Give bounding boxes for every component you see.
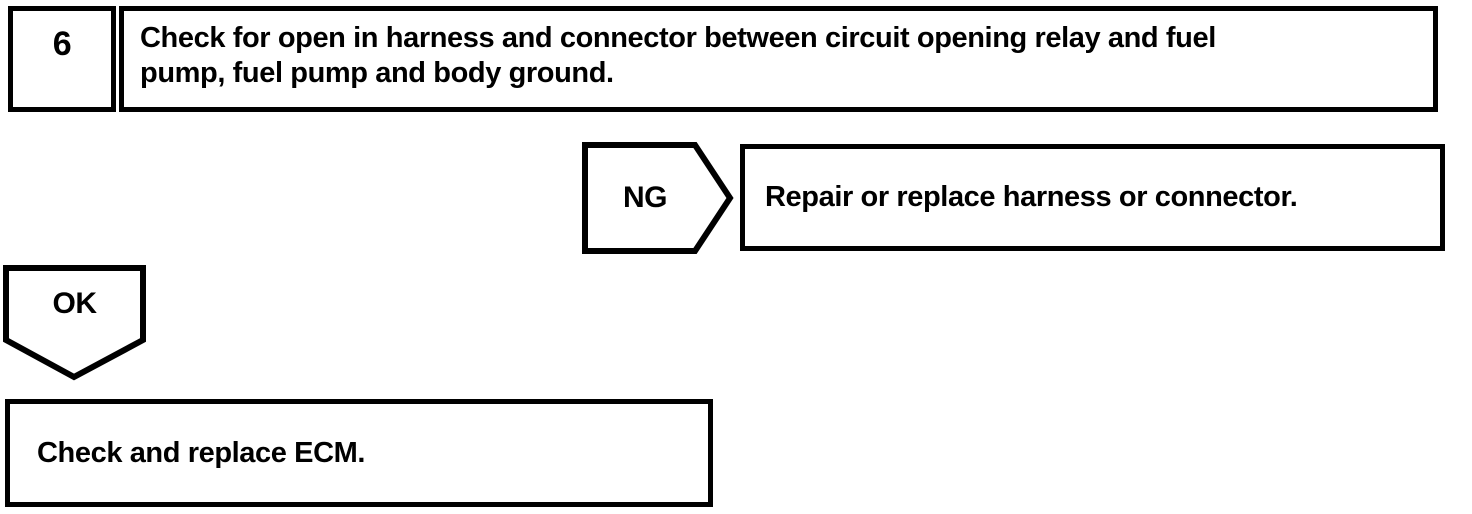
- ok-branch-label: OK: [52, 287, 98, 320]
- ng-result-box: Repair or replace harness or connector.: [740, 144, 1445, 251]
- ok-arrow-icon: [3, 265, 146, 381]
- step-number-box: 6: [8, 6, 116, 112]
- step-instruction-line-1: Check for open in harness and connector …: [140, 22, 1216, 54]
- ok-action-text: Check and replace ECM.: [37, 436, 366, 469]
- step-instruction-line-2: pump, fuel pump and body ground.: [140, 57, 614, 89]
- step-number: 6: [52, 25, 72, 63]
- ng-arrow-icon: [582, 142, 734, 254]
- step-instruction-box: Check for open in harness and connector …: [119, 6, 1438, 112]
- ng-branch-label: NG: [623, 181, 668, 214]
- ok-result-box: Check and replace ECM.: [5, 399, 713, 507]
- ng-action-text: Repair or replace harness or connector.: [765, 181, 1298, 213]
